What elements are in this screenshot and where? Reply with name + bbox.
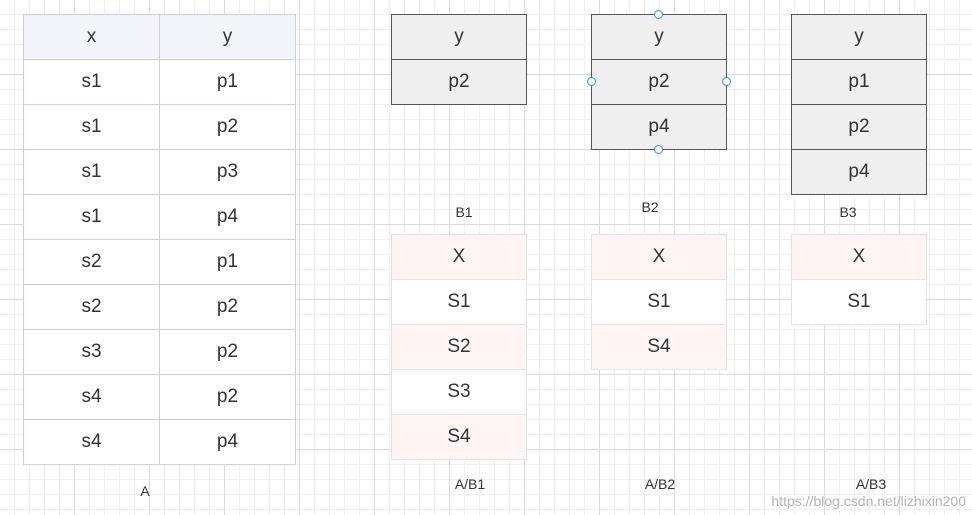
table-row: S4 xyxy=(591,324,727,370)
cell-y[interactable]: p2 xyxy=(159,104,296,150)
caption-a: A xyxy=(140,483,150,499)
cell-y[interactable]: p2 xyxy=(159,329,296,375)
cell-y[interactable]: p2 xyxy=(159,374,296,420)
watermark: https://blog.csdn.net/lizhixin200 xyxy=(771,493,966,509)
table-row: S1 xyxy=(791,279,927,325)
table-row: S1 xyxy=(591,279,727,325)
table-header-row: y xyxy=(591,14,727,60)
cell-x[interactable]: s2 xyxy=(23,284,160,330)
cell-y[interactable]: p3 xyxy=(159,149,296,195)
table-row: p4 xyxy=(791,149,927,195)
cell-x[interactable]: S4 xyxy=(391,414,527,460)
relation-b3-table[interactable]: y p1 p2 p4 xyxy=(791,14,927,195)
result-a-div-b3-table[interactable]: X S1 xyxy=(791,234,927,325)
cell-x[interactable]: s1 xyxy=(23,104,160,150)
header-cell-x[interactable]: X xyxy=(391,234,527,280)
cell-x[interactable]: S1 xyxy=(591,279,727,325)
table-header-row: y xyxy=(391,14,527,60)
resize-handle-left[interactable] xyxy=(587,77,596,86)
relation-b1-table[interactable]: y p2 xyxy=(391,14,527,105)
cell-x[interactable]: s1 xyxy=(23,194,160,240)
table-row: S1 xyxy=(391,279,527,325)
cell-x[interactable]: S3 xyxy=(391,369,527,415)
caption-a-div-b3: A/B3 xyxy=(855,476,887,492)
cell-y[interactable]: p1 xyxy=(791,59,927,105)
caption-b2: B2 xyxy=(641,199,659,215)
table-row: p2 xyxy=(591,59,727,105)
cell-y[interactable]: p4 xyxy=(791,149,927,195)
result-a-div-b2-table[interactable]: X S1 S4 xyxy=(591,234,727,370)
cell-y[interactable]: p2 xyxy=(591,59,727,105)
header-cell-y[interactable]: y xyxy=(159,14,296,60)
table-row: p2 xyxy=(791,104,927,150)
table-row: p2 xyxy=(391,59,527,105)
header-cell-y[interactable]: y xyxy=(591,14,727,60)
table-header-row: X xyxy=(591,234,727,280)
cell-x[interactable]: S2 xyxy=(391,324,527,370)
table-header-row: y xyxy=(791,14,927,60)
header-cell-x[interactable]: X xyxy=(791,234,927,280)
header-cell-y[interactable]: y xyxy=(391,14,527,60)
cell-y[interactable]: p2 xyxy=(791,104,927,150)
relation-b2-table[interactable]: y p2 p4 xyxy=(591,14,727,150)
table-row: S3 xyxy=(391,369,527,415)
cell-x[interactable]: s2 xyxy=(23,239,160,285)
caption-a-div-b2: A/B2 xyxy=(644,476,676,492)
table-row: p4 xyxy=(591,104,727,150)
cell-x[interactable]: s4 xyxy=(23,419,160,465)
result-a-div-b1-table[interactable]: X S1 S2 S3 S4 xyxy=(391,234,527,460)
cell-y[interactable]: p4 xyxy=(159,419,296,465)
cell-y[interactable]: p1 xyxy=(159,239,296,285)
table-row: p1 xyxy=(791,59,927,105)
caption-a-div-b1: A/B1 xyxy=(454,476,486,492)
cell-x[interactable]: s4 xyxy=(23,374,160,420)
caption-b3: B3 xyxy=(839,204,857,220)
cell-x[interactable]: S1 xyxy=(791,279,927,325)
caption-b1: B1 xyxy=(455,204,473,220)
table-header-row: X xyxy=(391,234,527,280)
resize-handle-top[interactable] xyxy=(654,10,663,19)
cell-x[interactable]: s1 xyxy=(23,59,160,105)
resize-handle-right[interactable] xyxy=(722,77,731,86)
cell-y[interactable]: p1 xyxy=(159,59,296,105)
cell-y[interactable]: p4 xyxy=(591,104,727,150)
cell-y[interactable]: p2 xyxy=(391,59,527,105)
header-cell-y[interactable]: y xyxy=(791,14,927,60)
cell-y[interactable]: p2 xyxy=(159,284,296,330)
table-header-row: x y xyxy=(23,14,296,60)
table-row: S2 xyxy=(391,324,527,370)
cell-x[interactable]: s1 xyxy=(23,149,160,195)
cell-x[interactable]: s3 xyxy=(23,329,160,375)
header-cell-x[interactable]: X xyxy=(591,234,727,280)
header-cell-x[interactable]: x xyxy=(23,14,160,60)
cell-y[interactable]: p4 xyxy=(159,194,296,240)
cell-x[interactable]: S4 xyxy=(591,324,727,370)
table-header-row: X xyxy=(791,234,927,280)
cell-x[interactable]: S1 xyxy=(391,279,527,325)
resize-handle-bottom[interactable] xyxy=(654,145,663,154)
table-row: S4 xyxy=(391,414,527,460)
